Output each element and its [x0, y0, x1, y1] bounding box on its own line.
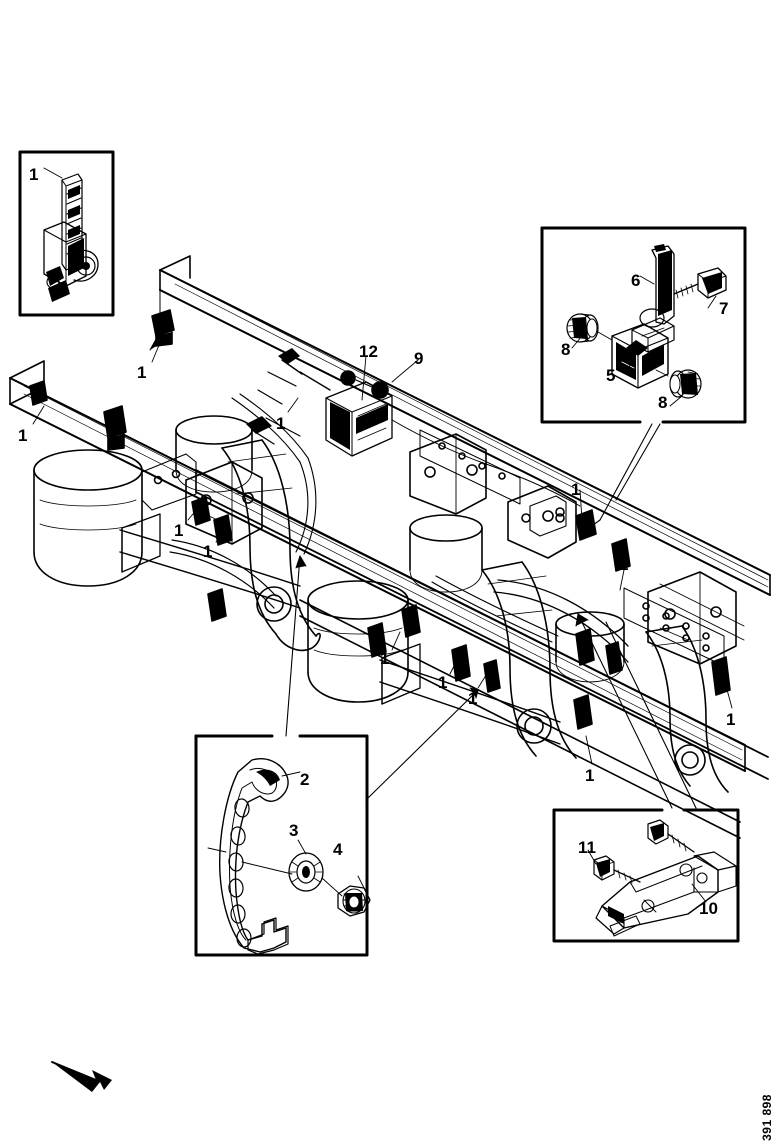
part-callout-9: 9 [414, 349, 424, 368]
part-callout-8: 8 [658, 393, 668, 412]
part-callout-8: 8 [561, 340, 571, 359]
part-callout-1: 1 [571, 480, 581, 499]
part-callout-2: 2 [300, 770, 310, 789]
drawing-number-watermark: 391 898 [760, 1094, 774, 1141]
part-callout-1: 1 [29, 165, 39, 184]
part-callout-4: 4 [333, 840, 343, 859]
part-callout-1: 1 [380, 649, 390, 668]
part-callout-6: 6 [631, 271, 641, 290]
part-callout-1: 1 [174, 521, 184, 540]
part-callout-1: 1 [276, 414, 286, 433]
part-callout-11: 11 [578, 838, 596, 857]
part-callout-12: 12 [359, 342, 378, 361]
part-callout-1: 1 [468, 689, 478, 708]
part-callout-1: 1 [438, 673, 448, 692]
part-callout-1: 1 [726, 710, 736, 729]
chassis-illustration [9, 150, 771, 1092]
part-callout-1: 1 [619, 555, 629, 574]
part-callout-1: 1 [137, 363, 147, 382]
part-callout-3: 3 [289, 821, 299, 840]
part-callout-10: 10 [699, 899, 718, 918]
part-callout-5: 5 [606, 366, 616, 385]
part-callout-1: 1 [203, 542, 213, 561]
part-callout-1: 1 [18, 426, 28, 445]
part-callout-7: 7 [719, 299, 729, 318]
part-callout-1: 1 [585, 766, 595, 785]
